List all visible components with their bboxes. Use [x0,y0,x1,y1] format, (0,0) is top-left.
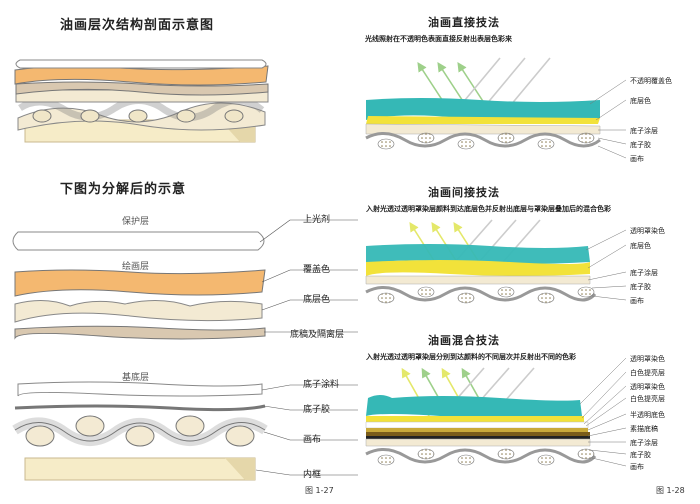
direct-label-0: 不透明覆盖色 [630,77,672,85]
varnish-layer [12,231,265,251]
label-cover-color: 覆盖色 [303,265,331,275]
right-leader-lines [579,79,627,467]
direct-label-2: 底子涂层 [630,127,658,135]
cover-color-layer [14,269,266,297]
left-leader-lines [255,219,358,476]
indirect-label-1: 底层色 [630,242,651,250]
left-subtitle: 下图为分解后的示意 [60,182,187,197]
mixed-technique-diagram [365,367,597,466]
indirect-title: 油画间接技法 [428,186,500,199]
group-paint-label: 绘画层 [122,262,150,272]
underpainting-layer [14,299,263,323]
indirect-technique-diagram [365,219,597,304]
combined-cross-section [14,59,269,143]
mixed-label-7: 底子胶 [630,451,651,459]
group-base-label: 基底层 [122,373,150,383]
label-canvas: 画布 [303,435,322,445]
mixed-label-6: 底子涂层 [630,439,658,447]
mixed-title: 油画混合技法 [428,334,500,347]
right-figure-number: 图 1-28 [656,486,685,495]
mixed-label-3: 白色提亮层 [630,395,665,403]
indirect-label-3: 底子胶 [630,283,651,291]
size-layer [14,404,266,412]
direct-label-3: 底子胶 [630,141,651,149]
left-figure-number: 图 1-27 [305,486,334,495]
mixed-label-4: 半透明底色 [630,411,665,419]
group-protect-label: 保护层 [122,217,150,227]
label-underpainting: 底层色 [303,295,331,305]
label-ground-paint: 底子涂料 [303,380,340,390]
canvas-weave-layer [12,415,268,447]
left-title: 油画层次结构剖面示意图 [60,18,215,33]
direct-label-4: 画布 [630,155,644,163]
mixed-subtitle: 入射光透过透明罩染层分别到达颜料的不同层次并反射出不同的色彩 [366,353,576,361]
sketch-isolation-layer [14,325,266,340]
label-stretcher: 内框 [303,470,322,480]
label-varnish: 上光剂 [303,215,331,225]
indirect-label-4: 画布 [630,297,644,305]
direct-subtitle: 光线照射在不透明色表面直接反射出表层色彩来 [365,35,512,43]
mixed-label-2: 透明罩染色 [630,383,665,391]
indirect-label-2: 底子涂层 [630,269,658,277]
mixed-label-1: 白色提亮层 [630,369,665,377]
direct-title: 油画直接技法 [428,16,500,29]
direct-technique-diagram [365,57,601,150]
label-sketch-isolation: 底稿及隔离层 [290,330,345,340]
mixed-label-0: 透明罩染色 [630,355,665,363]
indirect-label-0: 透明罩染色 [630,227,665,235]
label-size: 底子胶 [303,405,331,415]
ground-paint-layer [17,381,263,397]
indirect-subtitle: 入射光透过透明罩染层颜料到达底层色并反射出底层与罩染层叠加后的混合色彩 [366,205,611,213]
mixed-label-5: 素描底稿 [630,425,658,433]
mixed-label-8: 画布 [630,463,644,471]
direct-label-1: 底层色 [630,97,651,105]
stretcher-frame [24,457,256,481]
